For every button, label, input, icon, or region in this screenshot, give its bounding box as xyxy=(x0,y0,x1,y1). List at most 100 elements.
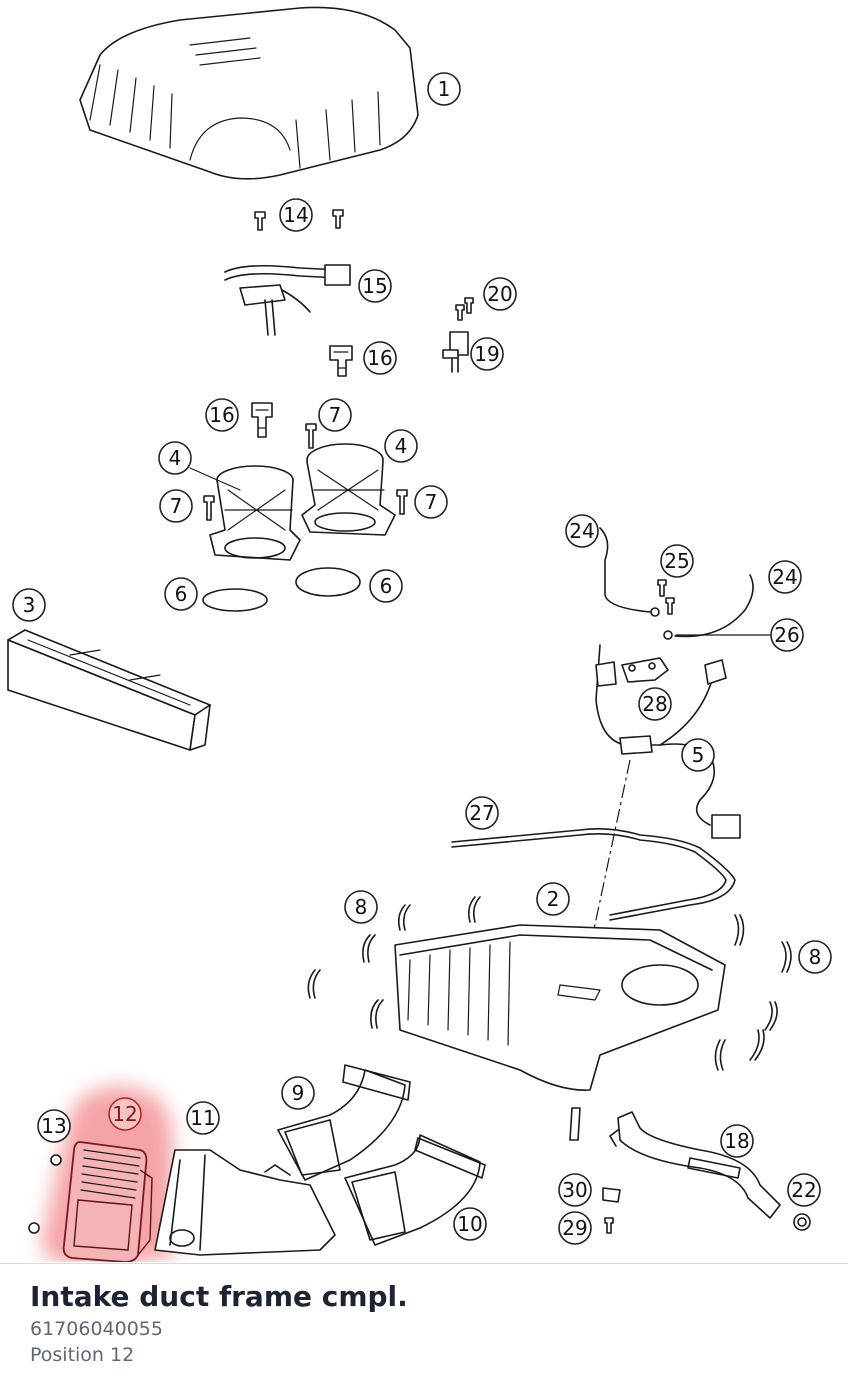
svg-text:8: 8 xyxy=(809,945,822,969)
part-13-nuts[interactable] xyxy=(28,1154,62,1234)
callout-16-upper[interactable]: 16 xyxy=(363,341,397,375)
callout-7-right[interactable]: 7 xyxy=(414,485,448,519)
callout-18[interactable]: 18 xyxy=(720,1124,754,1158)
exploded-parts-diagram: 1 14 15 20 19 16 16 7 4 4 7 7 6 6 3 24 2… xyxy=(7,6,832,1262)
callout-9[interactable]: 9 xyxy=(281,1076,315,1110)
part-28-bracket[interactable] xyxy=(621,657,669,683)
part-27-hose[interactable] xyxy=(451,828,736,921)
svg-text:10: 10 xyxy=(457,1212,482,1236)
callout-4-right[interactable]: 4 xyxy=(384,429,418,463)
svg-text:30: 30 xyxy=(562,1178,587,1202)
callout-2[interactable]: 2 xyxy=(536,882,570,916)
svg-text:12: 12 xyxy=(112,1102,137,1126)
callout-8-left[interactable]: 8 xyxy=(344,890,378,924)
callout-14[interactable]: 14 xyxy=(279,198,313,232)
callout-1[interactable]: 1 xyxy=(427,72,461,106)
svg-text:9: 9 xyxy=(292,1081,305,1105)
callout-11[interactable]: 11 xyxy=(186,1101,220,1135)
svg-text:16: 16 xyxy=(367,346,392,370)
svg-text:20: 20 xyxy=(487,282,512,306)
svg-text:14: 14 xyxy=(283,203,308,227)
callout-15[interactable]: 15 xyxy=(358,269,392,303)
svg-text:15: 15 xyxy=(362,274,387,298)
part-29-screw[interactable] xyxy=(604,1217,614,1234)
svg-text:3: 3 xyxy=(23,593,36,617)
part-19-sensor[interactable] xyxy=(442,331,469,373)
callout-27[interactable]: 27 xyxy=(465,796,499,830)
part-15-breather-hose[interactable] xyxy=(224,264,351,336)
part-number: 61706040055 xyxy=(30,1318,163,1340)
part-8-clips[interactable] xyxy=(307,896,792,1071)
part-18-hose[interactable] xyxy=(609,1111,781,1219)
svg-text:6: 6 xyxy=(175,582,188,606)
svg-text:7: 7 xyxy=(329,403,342,427)
part-11-intake-duct-frame[interactable] xyxy=(154,1149,336,1256)
svg-text:5: 5 xyxy=(692,743,705,767)
part-25-screws[interactable] xyxy=(657,579,675,615)
part-14-screws[interactable] xyxy=(254,209,344,231)
part-4-intake-trumpet-left[interactable] xyxy=(209,465,301,561)
callout-26[interactable]: 26 xyxy=(770,618,804,652)
part-4-intake-trumpet-right[interactable] xyxy=(301,443,396,536)
svg-text:25: 25 xyxy=(664,549,689,573)
callout-20[interactable]: 20 xyxy=(483,277,517,311)
part-7-screws[interactable] xyxy=(203,423,408,521)
callout-8-right[interactable]: 8 xyxy=(798,940,832,974)
svg-text:7: 7 xyxy=(170,494,183,518)
part-30-grommet[interactable] xyxy=(602,1187,621,1203)
callout-7-left[interactable]: 7 xyxy=(159,489,193,523)
callout-6-right[interactable]: 6 xyxy=(369,569,403,603)
svg-text:4: 4 xyxy=(169,446,182,470)
part-24-ground-strap-left[interactable] xyxy=(599,527,660,617)
callout-22[interactable]: 22 xyxy=(787,1173,821,1207)
part-hose-connector[interactable] xyxy=(569,1107,581,1141)
svg-text:27: 27 xyxy=(469,801,494,825)
callout-10[interactable]: 10 xyxy=(453,1207,487,1241)
part-22-clamp[interactable] xyxy=(793,1213,811,1231)
part-name: Intake duct frame cmpl. xyxy=(30,1280,408,1313)
part-16-injector-lower[interactable] xyxy=(251,402,273,438)
part-info-panel: Intake duct frame cmpl. 61706040055 Posi… xyxy=(30,1278,820,1368)
callout-29[interactable]: 29 xyxy=(558,1211,592,1245)
part-12-intake-duct-frame-cmpl[interactable] xyxy=(62,1141,153,1262)
part-6-o-ring-right[interactable] xyxy=(295,567,361,597)
callout-30[interactable]: 30 xyxy=(558,1173,592,1207)
callout-24-left[interactable]: 24 xyxy=(565,514,599,548)
callout-16-lower[interactable]: 16 xyxy=(205,398,239,432)
part-5-wiring-harness[interactable] xyxy=(595,644,741,839)
svg-text:22: 22 xyxy=(791,1178,816,1202)
callout-19[interactable]: 19 xyxy=(470,337,504,371)
part-16-injector-upper[interactable] xyxy=(329,345,353,377)
part-3-air-filter[interactable] xyxy=(7,629,211,751)
svg-text:29: 29 xyxy=(562,1216,587,1240)
divider xyxy=(0,1263,848,1264)
svg-text:11: 11 xyxy=(190,1106,215,1130)
callout-3[interactable]: 3 xyxy=(12,588,46,622)
callout-28[interactable]: 28 xyxy=(638,687,672,721)
svg-text:13: 13 xyxy=(41,1114,66,1138)
svg-text:18: 18 xyxy=(724,1129,749,1153)
callout-4-left[interactable]: 4 xyxy=(158,441,192,475)
part-2-airbox-lower[interactable] xyxy=(394,924,726,1091)
part-6-o-ring-left[interactable] xyxy=(202,588,268,612)
svg-text:8: 8 xyxy=(355,895,368,919)
svg-text:16: 16 xyxy=(209,403,234,427)
part-10-intake-duct[interactable] xyxy=(344,1134,486,1246)
svg-text:24: 24 xyxy=(569,519,594,543)
callout-24-right[interactable]: 24 xyxy=(768,560,802,594)
callout-25[interactable]: 25 xyxy=(660,544,694,578)
part-position: Position 12 xyxy=(30,1344,135,1366)
part-9-intake-duct[interactable] xyxy=(277,1064,411,1181)
callout-12[interactable]: 12 xyxy=(108,1097,142,1131)
svg-text:2: 2 xyxy=(547,887,560,911)
callout-6-left[interactable]: 6 xyxy=(164,577,198,611)
part-20-screws[interactable] xyxy=(455,297,474,321)
part-1-airbox-cover[interactable] xyxy=(79,6,419,180)
svg-text:26: 26 xyxy=(774,623,799,647)
callout-13[interactable]: 13 xyxy=(37,1109,71,1143)
svg-text:4: 4 xyxy=(395,434,408,458)
callout-7-top[interactable]: 7 xyxy=(318,398,352,432)
part-24-ground-strap-right[interactable] xyxy=(663,574,754,640)
svg-text:28: 28 xyxy=(642,692,667,716)
callout-5[interactable]: 5 xyxy=(681,738,715,772)
